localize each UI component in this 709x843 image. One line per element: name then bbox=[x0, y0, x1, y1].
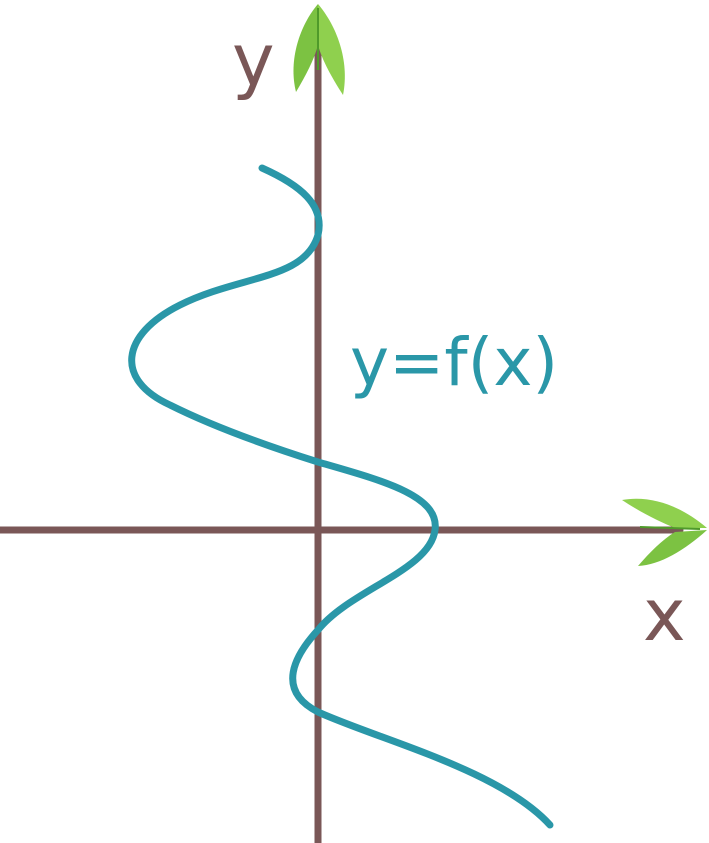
x-axis-label: x bbox=[643, 573, 686, 657]
y-axis-label: y bbox=[232, 18, 275, 102]
function-curve bbox=[128, 164, 554, 829]
x-axis-leaf-arrow-icon bbox=[622, 498, 707, 566]
function-label: y=f(x) bbox=[350, 324, 558, 401]
y-axis-leaf-arrow-icon bbox=[293, 4, 345, 95]
